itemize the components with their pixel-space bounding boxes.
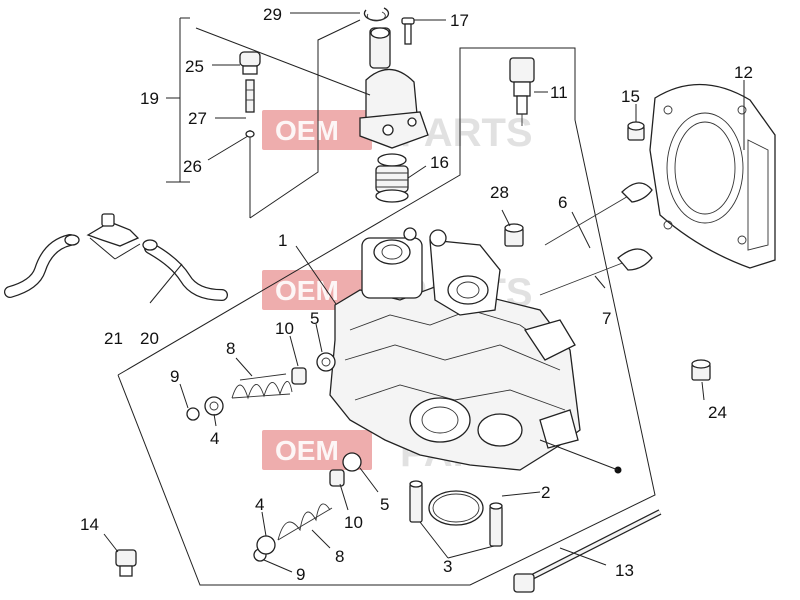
callout-labels: 29 17 25 19 27 26 16 11 12 15 28 6 7 1 2…: [80, 5, 753, 584]
callout-4-upper: 4: [210, 429, 219, 448]
callout-25: 25: [185, 57, 204, 76]
thermostat-housing: [359, 27, 429, 149]
valve-spring-lower: [277, 503, 333, 541]
dowel: [504, 223, 524, 247]
callout-2: 2: [541, 483, 550, 502]
stud-bolt: [513, 509, 662, 593]
spring-seat-lower: [256, 535, 276, 555]
leader-lines: [89, 12, 745, 573]
valve-washer-lower: [342, 452, 362, 472]
screw: [401, 17, 415, 45]
callout-4-lower: 4: [255, 495, 264, 514]
callout-15: 15: [621, 87, 640, 106]
dowel-pin-left: [409, 480, 423, 523]
callout-8-lower: 8: [335, 547, 344, 566]
dowel-pin-right: [489, 502, 503, 547]
cylinder-head: [329, 227, 581, 471]
callout-24: 24: [708, 403, 727, 422]
valve-spring-upper: [231, 373, 293, 400]
valve-keeper-upper: [186, 407, 200, 421]
callout-12: 12: [734, 63, 753, 82]
callout-16: 16: [430, 153, 449, 172]
callout-28: 28: [490, 183, 509, 202]
callout-19: 19: [140, 89, 159, 108]
callout-8-upper: 8: [226, 339, 235, 358]
callout-6: 6: [558, 193, 567, 212]
exhaust-valve: [539, 248, 653, 296]
callout-3: 3: [443, 557, 452, 576]
callout-21: 21: [104, 329, 123, 348]
head-gasket: [649, 83, 776, 269]
callout-5-upper: 5: [310, 309, 319, 328]
circlip: [363, 7, 390, 22]
sealing-washer: [245, 130, 255, 138]
sender-switch: [245, 79, 255, 113]
valve-washer-upper: [316, 352, 336, 372]
bush-lower: [691, 359, 711, 381]
o-ring: [428, 490, 484, 526]
watermark-brand-left: OEM: [275, 275, 339, 306]
callout-11: 11: [550, 83, 568, 102]
callout-10-lower: 10: [344, 513, 363, 532]
callout-7: 7: [602, 309, 611, 328]
callout-10-upper: 10: [275, 319, 294, 338]
bush: [627, 121, 645, 141]
callout-26: 26: [183, 157, 202, 176]
callout-13: 13: [615, 561, 634, 580]
callout-17: 17: [450, 11, 469, 30]
callout-29: 29: [263, 5, 282, 24]
intake-valve: [544, 182, 653, 246]
temperature-sensor: [509, 57, 535, 126]
callout-9-upper: 9: [170, 367, 179, 386]
callout-14: 14: [80, 515, 99, 534]
watermark-brand-left: OEM: [275, 435, 339, 466]
sender-cap: [239, 51, 261, 75]
callout-27: 27: [188, 109, 207, 128]
assembly-frame: [117, 17, 656, 586]
callout-5-lower: 5: [380, 495, 389, 514]
callout-20: 20: [140, 329, 159, 348]
callout-9-lower: 9: [296, 565, 305, 584]
valve-seal-upper: [291, 367, 307, 385]
plug: [115, 549, 137, 577]
hose-right: [142, 239, 228, 301]
spring-seat-upper: [204, 396, 224, 416]
valve-seal-lower: [329, 469, 345, 487]
watermark-brand-left: OEM: [275, 115, 339, 146]
hose-left: [4, 234, 80, 298]
callout-1: 1: [278, 231, 287, 250]
hose-connector: [86, 213, 140, 247]
thermostat: [375, 153, 409, 203]
